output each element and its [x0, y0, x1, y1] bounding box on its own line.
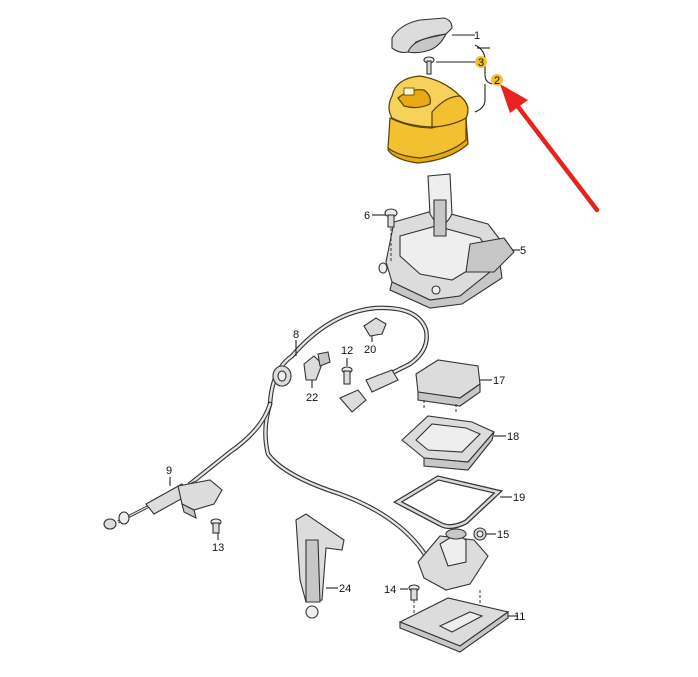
callout-22: 22: [306, 392, 318, 404]
callout-24: 24: [339, 583, 351, 595]
callout-3: 3: [478, 57, 484, 69]
callout-15: 15: [497, 529, 509, 541]
lower-selector-housing[interactable]: [417, 528, 489, 591]
callout-6: 6: [364, 210, 370, 222]
callout-3-highlight: [475, 56, 487, 68]
part-18-frame[interactable]: [401, 415, 506, 471]
callout-labels: 1 3 2 5 6 8 9 11 12 13 14 15 17 18 19 20…: [166, 30, 526, 623]
callout-2-highlight: [491, 74, 503, 86]
part-1-trim-cap[interactable]: [391, 17, 475, 54]
part-22-holder[interactable]: [303, 351, 331, 388]
callout-8: 8: [293, 329, 299, 341]
part-14-screw[interactable]: [400, 584, 420, 614]
part-6-screw[interactable]: [372, 208, 398, 262]
pointer-arrow: [500, 84, 600, 213]
part-24-lever[interactable]: [295, 513, 345, 619]
callout-12: 12: [341, 345, 353, 357]
part-12-screw[interactable]: [341, 358, 353, 385]
callout-9: 9: [166, 465, 172, 477]
callout-2: 2: [494, 75, 500, 87]
part-5-selector-mechanism[interactable]: [378, 173, 520, 309]
callout-13: 13: [212, 542, 224, 554]
callout-5: 5: [520, 245, 526, 257]
part-9-cable[interactable]: [103, 401, 429, 559]
part-20-clip[interactable]: [363, 317, 387, 342]
part-2-gear-knob[interactable]: [387, 75, 469, 164]
part-19-gasket[interactable]: [392, 475, 512, 530]
callout-17: 17: [493, 375, 505, 387]
callout-11: 11: [514, 611, 525, 623]
part-13-screw[interactable]: [210, 518, 222, 540]
part-3-screw[interactable]: [423, 56, 475, 75]
part-17-cover[interactable]: [415, 359, 492, 414]
part-11-base-plate[interactable]: [398, 590, 518, 653]
part-8-cable[interactable]: [267, 305, 429, 413]
callout-19: 19: [513, 492, 525, 504]
callout-18: 18: [507, 431, 519, 443]
callout-20: 20: [364, 344, 376, 356]
callout-14: 14: [384, 584, 396, 596]
part-15-nut[interactable]: [473, 527, 496, 541]
callout-1: 1: [474, 30, 480, 42]
